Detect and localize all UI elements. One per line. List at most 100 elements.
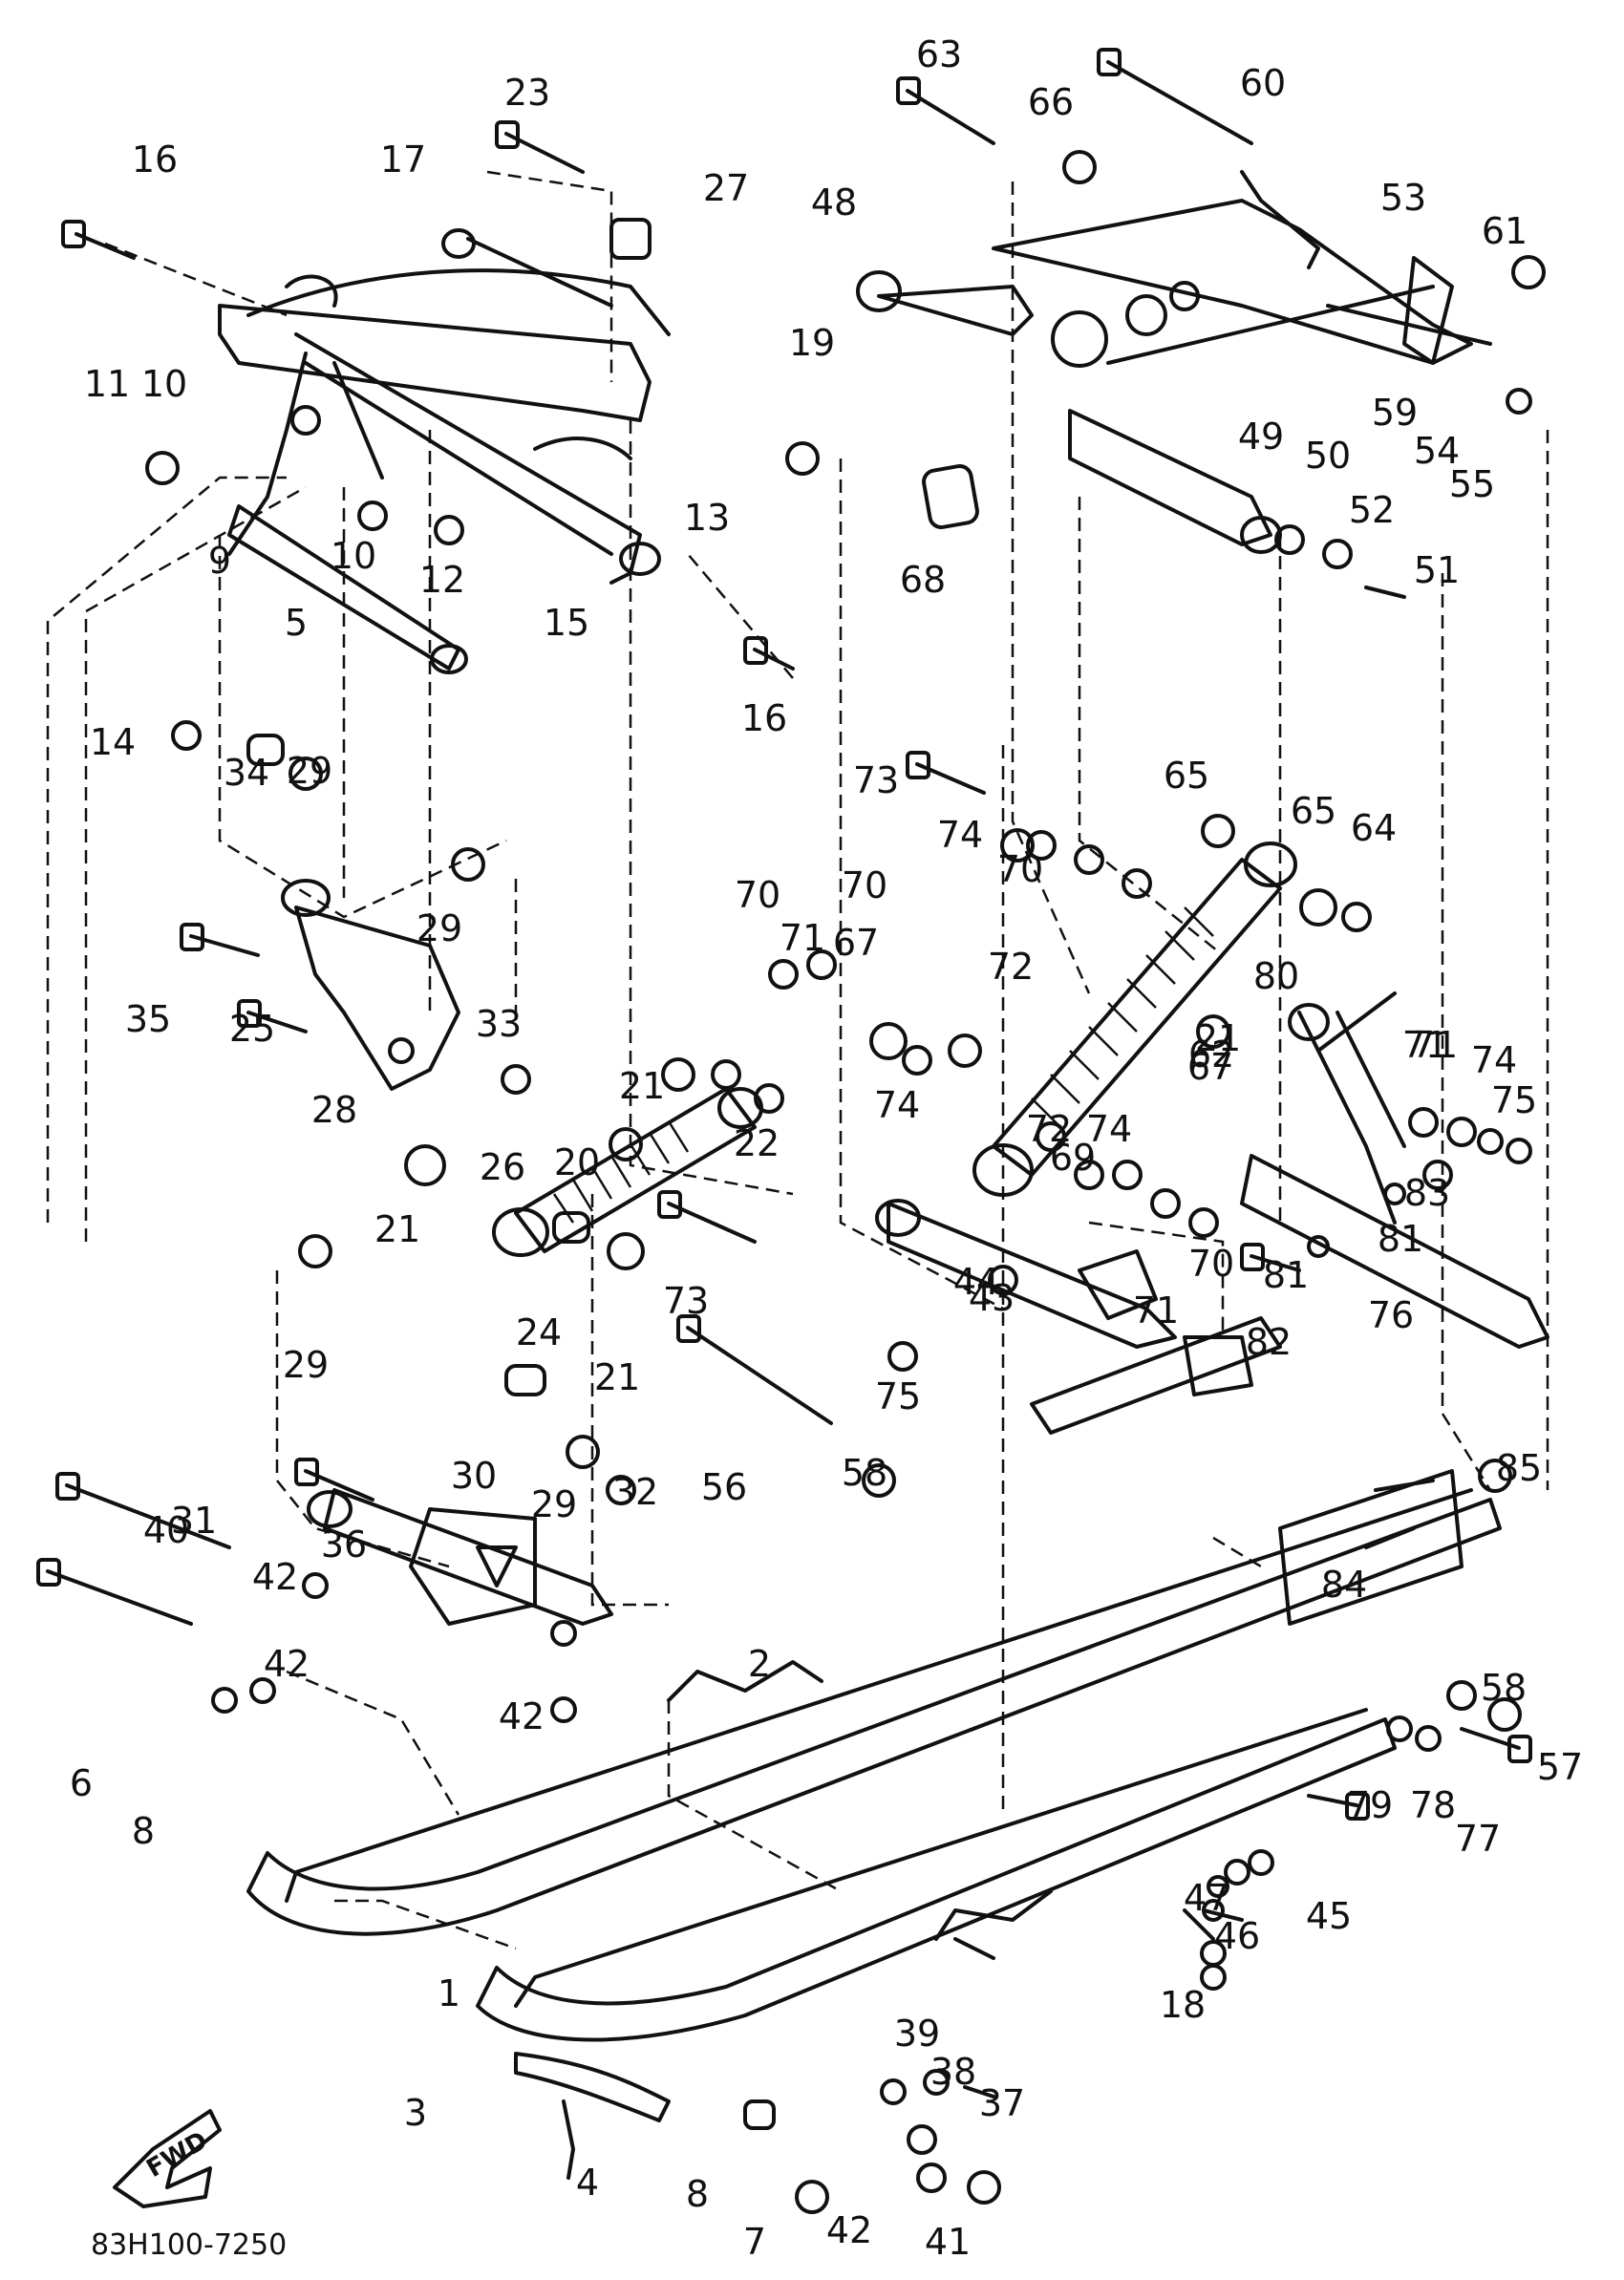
- callout-82: 82: [1246, 1321, 1292, 1363]
- callout-72: 72: [988, 946, 1034, 988]
- callout-1: 1: [438, 1972, 460, 2014]
- callout-50: 50: [1305, 435, 1351, 477]
- callout-73: 73: [853, 759, 899, 801]
- callout-22: 22: [734, 1122, 780, 1164]
- callout-21: 21: [374, 1208, 420, 1250]
- callout-28: 28: [311, 1089, 357, 1131]
- callout-13: 13: [684, 497, 730, 539]
- stopper-bracket: [875, 1199, 1177, 1349]
- callout-70: 70: [1188, 1243, 1234, 1285]
- callout-45: 45: [1306, 1895, 1352, 1937]
- callout-21: 21: [594, 1356, 640, 1398]
- callout-25: 25: [229, 1008, 275, 1050]
- callout-12: 12: [419, 559, 465, 601]
- callout-55: 55: [1449, 463, 1495, 505]
- callout-labels: 1234567889101011121314151616171819202121…: [70, 33, 1583, 2263]
- callout-42: 42: [499, 1695, 545, 1737]
- callout-30: 30: [451, 1455, 497, 1497]
- callout-20: 20: [554, 1141, 600, 1183]
- callout-70: 70: [997, 848, 1043, 890]
- callout-62: 62: [1188, 1033, 1234, 1076]
- callout-21: 21: [619, 1065, 665, 1107]
- callout-66: 66: [1028, 81, 1074, 123]
- callout-70: 70: [735, 874, 780, 916]
- forward-arrow-icon: FWD: [113, 2109, 222, 2208]
- diagram-code: 83H100-7250: [91, 2228, 287, 2262]
- callout-74: 74: [937, 814, 983, 856]
- callout-5: 5: [285, 602, 308, 644]
- callout-10: 10: [141, 363, 187, 405]
- callout-4: 4: [576, 2162, 599, 2204]
- callout-71: 71: [1133, 1289, 1179, 1332]
- callout-85: 85: [1496, 1447, 1542, 1489]
- callout-11: 11: [84, 363, 130, 405]
- callout-67: 67: [1187, 1046, 1233, 1088]
- callout-38: 38: [930, 2051, 976, 2093]
- callout-77: 77: [1455, 1818, 1501, 1860]
- callout-72: 72: [1026, 1108, 1072, 1150]
- front-shock-absorber: [972, 842, 1297, 1197]
- callout-68: 68: [900, 559, 946, 601]
- callout-74: 74: [1471, 1039, 1517, 1081]
- callout-51: 51: [1414, 549, 1460, 591]
- callout-80: 80: [1253, 955, 1299, 997]
- callout-42: 42: [252, 1556, 298, 1598]
- callout-2: 2: [748, 1643, 771, 1685]
- callout-74: 74: [874, 1084, 920, 1126]
- callout-71: 71: [1402, 1024, 1448, 1066]
- callout-18: 18: [1160, 1984, 1206, 2026]
- callout-37: 37: [979, 2082, 1025, 2124]
- callout-53: 53: [1380, 177, 1426, 219]
- callout-65: 65: [1291, 790, 1336, 832]
- callout-43: 43: [969, 1277, 1015, 1319]
- callout-74: 74: [1086, 1108, 1132, 1150]
- callout-9: 9: [208, 540, 231, 582]
- callout-75: 75: [875, 1375, 921, 1417]
- front-arm-assembly: [856, 170, 1492, 554]
- callout-8: 8: [132, 1810, 155, 1852]
- callout-83: 83: [1404, 1172, 1450, 1214]
- callout-29: 29: [531, 1483, 577, 1525]
- callout-58: 58: [1481, 1667, 1527, 1709]
- callout-61: 61: [1482, 210, 1528, 252]
- callout-64: 64: [1351, 807, 1397, 849]
- callout-14: 14: [90, 721, 136, 763]
- callout-16: 16: [741, 697, 787, 739]
- callout-3: 3: [404, 2092, 427, 2134]
- callout-78: 78: [1410, 1784, 1456, 1826]
- callout-52: 52: [1349, 489, 1395, 531]
- callout-41: 41: [925, 2221, 971, 2263]
- callout-33: 33: [476, 1003, 522, 1045]
- callout-63: 63: [916, 33, 962, 75]
- guide-lines: [46, 170, 1549, 1950]
- fasteners: [36, 48, 1532, 2180]
- callout-71: 71: [1412, 1024, 1458, 1066]
- callout-75: 75: [1491, 1079, 1537, 1121]
- callout-59: 59: [1372, 392, 1418, 434]
- callout-65: 65: [1164, 755, 1209, 797]
- callout-42: 42: [264, 1643, 310, 1685]
- callout-31: 31: [171, 1500, 217, 1542]
- callout-56: 56: [701, 1466, 747, 1508]
- callout-76: 76: [1368, 1294, 1414, 1336]
- callout-10: 10: [331, 535, 376, 577]
- callout-81: 81: [1378, 1218, 1423, 1260]
- callout-79: 79: [1347, 1784, 1393, 1826]
- callout-15: 15: [544, 602, 589, 644]
- callout-49: 49: [1238, 416, 1284, 458]
- callout-21: 21: [1195, 1017, 1241, 1059]
- callout-46: 46: [1214, 1915, 1260, 1957]
- callout-16: 16: [132, 139, 178, 181]
- slide-rails: [246, 1316, 1502, 2042]
- callout-48: 48: [811, 181, 857, 224]
- callout-70: 70: [842, 864, 887, 906]
- callout-69: 69: [1050, 1137, 1096, 1179]
- callout-24: 24: [516, 1311, 562, 1353]
- callout-36: 36: [321, 1524, 367, 1566]
- callout-73: 73: [663, 1280, 709, 1322]
- callout-40: 40: [143, 1509, 189, 1551]
- lower-pivot-bracket: [307, 1488, 613, 1626]
- callout-29: 29: [283, 1344, 329, 1386]
- callout-32: 32: [612, 1471, 658, 1513]
